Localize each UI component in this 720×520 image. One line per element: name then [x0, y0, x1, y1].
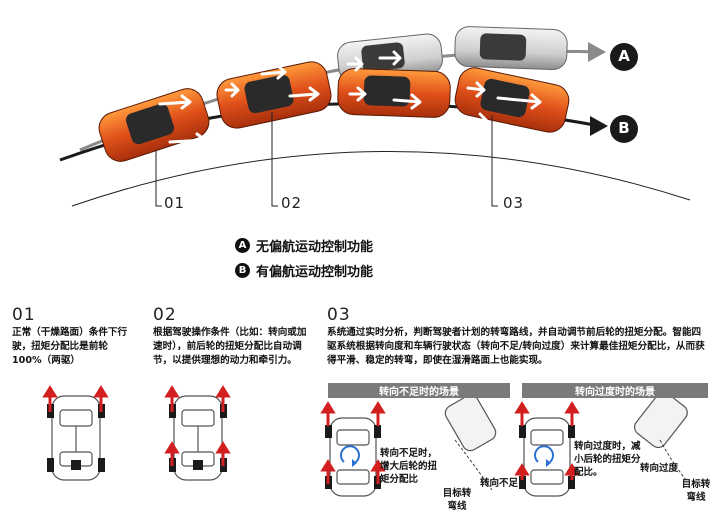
stage-label-02: 02 [281, 194, 303, 212]
section-01-number: 01 [12, 305, 36, 325]
torque-arrows-02 [164, 385, 231, 466]
section-03-number: 03 [327, 305, 351, 325]
car-orange-3 [337, 68, 451, 118]
legend-badge-a: A [235, 238, 250, 253]
torque-arrows-01 [42, 385, 109, 412]
panel2-torque [514, 401, 580, 480]
panel1-condition: 转向不足 [480, 478, 519, 489]
car-orange-2 [216, 61, 332, 129]
panel1-rotation-icon [340, 445, 360, 463]
panel2-title-bar: 转向过度时的场景 [522, 383, 708, 398]
legend-text-a: 无偏航运动控制功能 [256, 240, 374, 255]
endpoint-b-circle [610, 115, 638, 143]
panel1-target-line: 目标转弯线 [442, 488, 472, 512]
panel2-condition: 转向过度 [640, 463, 679, 474]
legend-item-b: B 有偏航运动控制功能 [235, 261, 373, 280]
panel2-target-line: 目标转弯线 [681, 479, 711, 503]
awd-car-01 [51, 395, 101, 481]
stage-label-01: 01 [164, 194, 186, 212]
awd-car-02 [173, 395, 223, 481]
legend-text-b: 有偏航运动控制功能 [256, 265, 374, 280]
section-02-text: 根据驾驶操作条件（比如：转向或加速时），前后轮的扭矩分配比自动调节，以提供理想的… [153, 327, 307, 366]
endpoint-a-circle [610, 43, 638, 71]
arrow-b-head [590, 116, 608, 136]
panel2-description: 转向过度时，减小后轮的扭矩分配比。 [574, 441, 641, 478]
panel1-car [329, 417, 377, 497]
panel1-title-bar: 转向不足时的场景 [328, 383, 510, 398]
panel2-wheels [519, 425, 575, 489]
stage-pointers [155, 112, 498, 207]
car-orange-1 [98, 88, 210, 162]
panel2-rotation-icon [534, 445, 554, 463]
road-curve [71, 151, 691, 207]
panel2-skid-car [633, 391, 688, 449]
legend: A 无偏航运动控制功能 B 有偏航运动控制功能 [235, 236, 373, 280]
arrow-a-head [588, 42, 606, 62]
panel1-torque [320, 401, 386, 484]
stage-label-03: 03 [503, 194, 525, 212]
car-silver-3 [454, 26, 568, 70]
panel1-skid-car [444, 394, 497, 452]
legend-item-a: A 无偏航运动控制功能 [235, 236, 373, 255]
legend-badge-b: B [235, 263, 250, 278]
section-01-text: 正常（干燥路面）条件下行驶，扭矩分配比是前轮100%（两驱） [12, 327, 128, 366]
panel1-path [454, 439, 493, 491]
section-02-number: 02 [153, 305, 177, 325]
panel1-wheels [325, 425, 381, 489]
force-arrows [158, 50, 542, 148]
endpoint-b-label: B [618, 119, 630, 137]
section-03-text: 系统通过实时分析，判断驾驶者计划的转弯路线，并自动调节前后轮的扭矩分配。智能四驱… [327, 327, 705, 366]
panel2-car [523, 417, 571, 497]
endpoint-a-label: A [618, 47, 630, 65]
panel1-description: 转向不足时，增大后轮的扭矩分配比 [380, 448, 438, 485]
